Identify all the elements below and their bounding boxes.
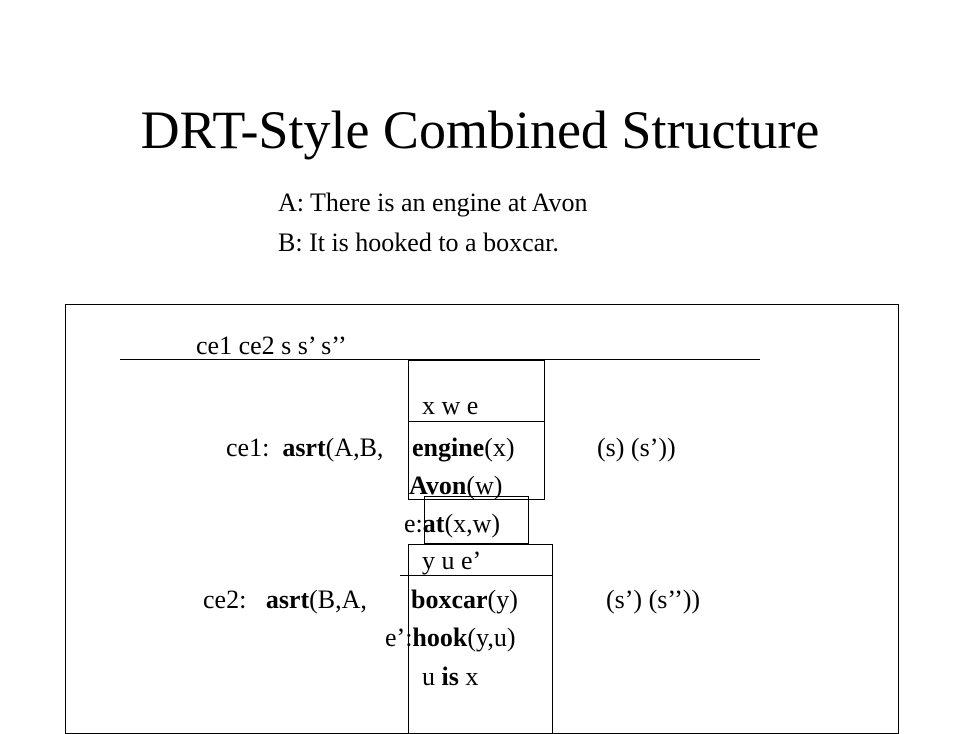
ce1-condition-avon: Avon(w) xyxy=(409,471,503,500)
ce2-predicate: asrt xyxy=(265,585,310,614)
ce2-label: ce2: xyxy=(203,585,247,614)
ce1-condition-line: ce1: asrt(A,B, xyxy=(226,435,383,461)
ce2-condition-is: u is x xyxy=(422,662,479,691)
at-condition-box xyxy=(424,496,529,544)
ce1-referents: x w e xyxy=(422,391,479,420)
ce1-drs-box xyxy=(408,360,545,500)
dialogue-line-a: A: There is an engine at Avon xyxy=(278,188,588,217)
ce1-args-open: (A,B, xyxy=(325,433,384,462)
ce1-condition-engine: engine(x) xyxy=(412,433,515,462)
ce1-trailing-args: (s) (s’)) xyxy=(597,433,676,462)
ce1-condition-at: e:at(x,w) xyxy=(404,509,501,538)
ce2-divider xyxy=(400,575,553,576)
ce1-predicate: asrt xyxy=(282,433,326,462)
ce2-trailing-args: (s’) (s’’)) xyxy=(606,585,701,614)
ce1-divider xyxy=(408,421,545,422)
ce1-label: ce1: xyxy=(226,433,270,462)
drs-universe: ce1 ce2 s s’ s’’ xyxy=(196,331,347,360)
ce2-condition-boxcar: boxcar(y) xyxy=(411,585,518,614)
dialogue-line-b: B: It is hooked to a boxcar. xyxy=(278,228,559,257)
ce2-condition-hook: e’:hook(y,u) xyxy=(385,623,516,652)
universe-divider xyxy=(120,359,760,360)
ce2-condition-line: ce2: asrt(B,A, xyxy=(203,587,367,613)
page-title: DRT-Style Combined Structure xyxy=(140,100,820,160)
ce2-referents: y u e’ xyxy=(422,546,482,575)
ce2-args-open: (B,A, xyxy=(309,585,367,614)
